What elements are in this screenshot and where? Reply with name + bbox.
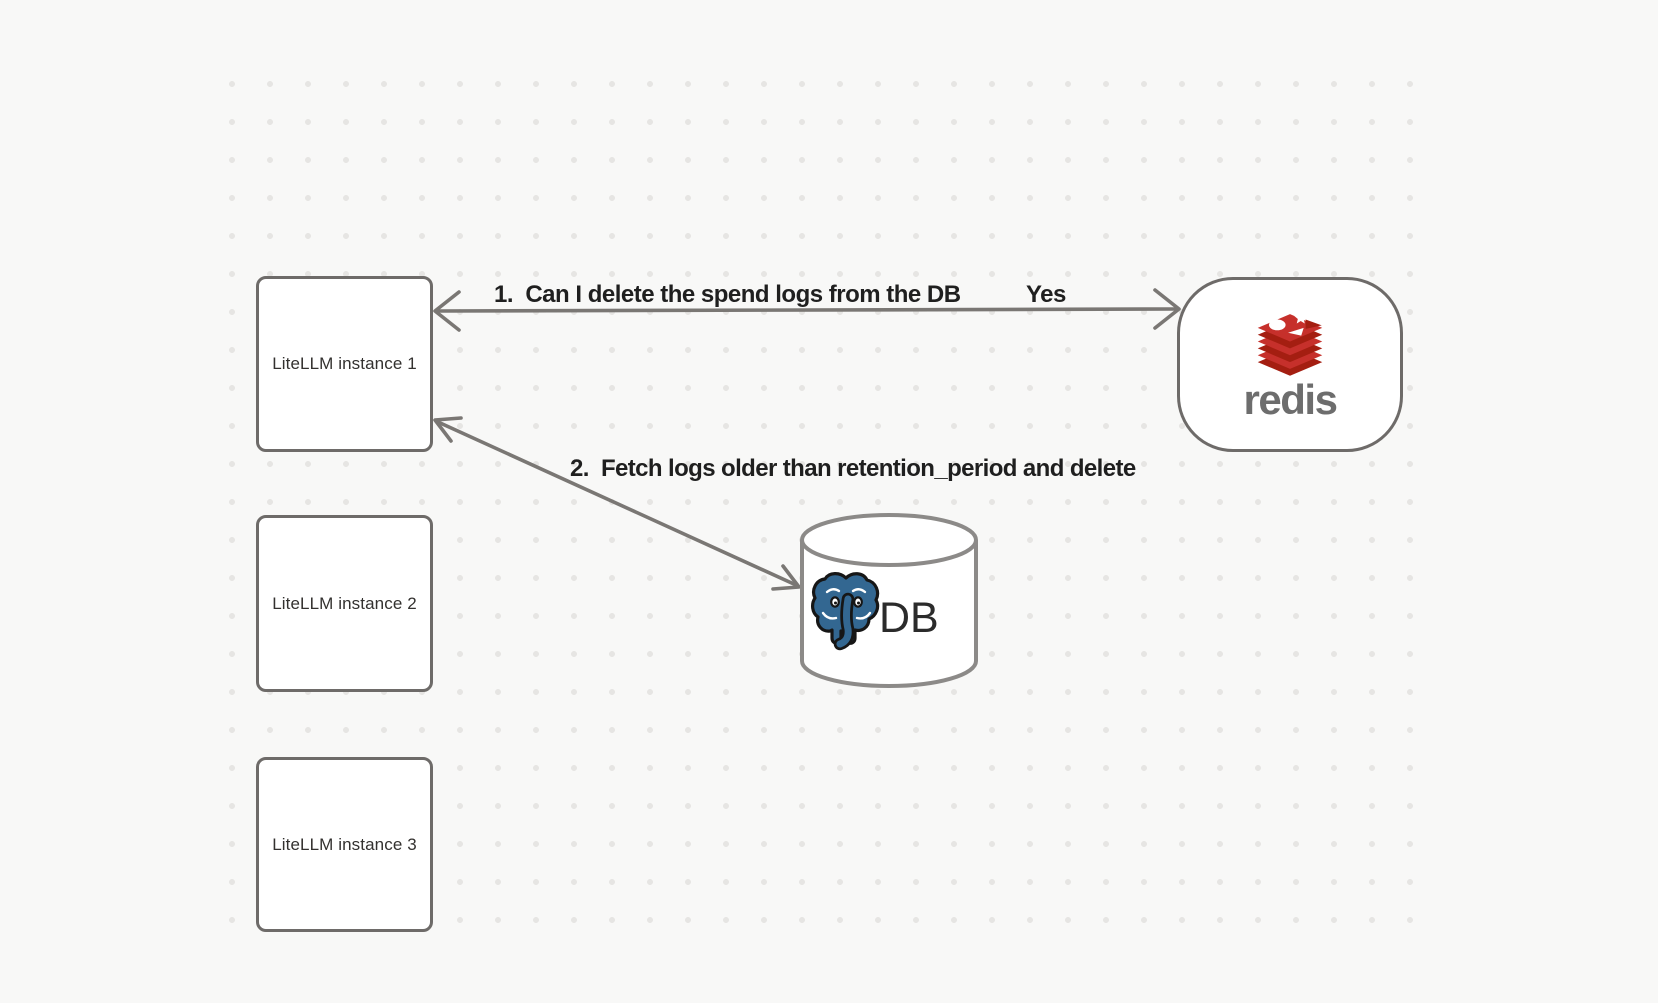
arrow-2-bidirectional[interactable] — [433, 416, 801, 591]
node-label: LiteLLM instance 3 — [272, 834, 417, 854]
arrow-1-label[interactable]: 1. Can I delete the spend logs from the … — [494, 281, 961, 308]
postgresql-elephant-icon — [811, 572, 880, 651]
arrow-2-label[interactable]: 2. Fetch logs older than retention_perio… — [570, 455, 1136, 482]
arrow-1-bidirectional[interactable] — [433, 288, 1181, 332]
node-label: LiteLLM instance 1 — [272, 354, 417, 373]
arrow-1-response-label[interactable]: Yes — [1026, 281, 1066, 308]
node-litellm-instance-2[interactable]: LiteLLM instance 2 — [256, 515, 433, 692]
redis-logo-icon — [1257, 311, 1323, 376]
node-redis[interactable]: redis — [1177, 277, 1403, 452]
node-litellm-instance-3[interactable]: LiteLLM instance 3 — [256, 757, 433, 932]
redis-wordmark: redis — [1243, 376, 1338, 423]
database-label: DB — [879, 594, 939, 642]
node-label: LiteLLM instance 2 — [272, 593, 417, 613]
node-litellm-instance-1[interactable]: LiteLLM instance 1 — [256, 276, 433, 452]
